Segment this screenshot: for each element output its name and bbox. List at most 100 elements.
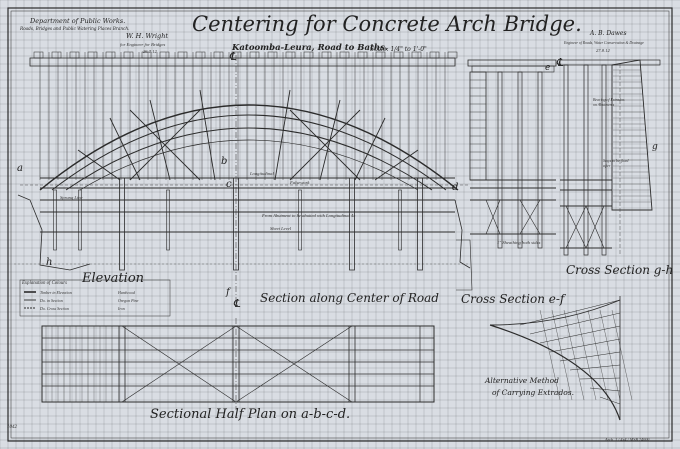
- ef-deck-layer: [471, 65, 555, 73]
- marker-centerline-bottom: ℄: [233, 297, 241, 310]
- deck-block: [123, 51, 134, 59]
- marker-centerline-top: ℄: [229, 50, 237, 63]
- deck-block: [375, 51, 386, 59]
- alternative-title-1: Alternative Method: [485, 376, 559, 385]
- alt-lagging: [563, 309, 585, 401]
- alt-lagging: [599, 309, 621, 401]
- centering-brace: [289, 109, 361, 181]
- plan-diagonal: [121, 325, 237, 403]
- deck-block: [429, 51, 440, 59]
- title-cross-section-gh: Cross Section g-h: [566, 263, 674, 277]
- deck-block: [141, 51, 152, 59]
- gh-brace: [565, 205, 587, 249]
- legend-row-1-value: Hardwood: [118, 290, 135, 295]
- deck-block: [195, 51, 206, 59]
- annotation-sheet-level: Sheet Level: [270, 226, 292, 231]
- deck-block: [69, 51, 80, 59]
- plan-outline: [41, 325, 435, 403]
- legend-row-3-value: Iron: [118, 306, 125, 311]
- signature-left-title: for Engineer for Bridges: [120, 42, 166, 47]
- arch-radial-strut: [77, 149, 121, 181]
- arch-radial-strut: [374, 149, 419, 181]
- title-cross-section-ef: Cross Section e-f: [461, 292, 565, 306]
- annotation-stays: Stays to be fixed after: [603, 159, 629, 168]
- annotation-spring-line: Sprung Line: [60, 195, 83, 200]
- arch-radial-strut: [199, 89, 216, 181]
- marker-a: a: [17, 163, 23, 174]
- alt-strut: [549, 338, 621, 353]
- annotation-bearing: Bearing of Extrados on Abutments: [593, 98, 625, 107]
- annotation-from-abutment: From Abutment to be abutted with Longitu…: [262, 213, 356, 218]
- left-abutment-ground: [17, 194, 91, 271]
- ef-brace: [485, 199, 501, 235]
- alt-strut: [529, 312, 621, 335]
- deck-block: [321, 51, 332, 59]
- marker-h: h: [46, 257, 53, 268]
- drawing-title: Centering for Concrete Arch Bridge.: [192, 12, 582, 36]
- marker-c: c: [226, 179, 232, 190]
- marker-d: d: [452, 182, 459, 193]
- falsework-post: [417, 177, 423, 271]
- sheet-border-inner: [10, 10, 670, 439]
- alt-strut: [589, 387, 621, 392]
- drawing-scale: Scale: 1/4" to 1'-0": [370, 46, 427, 53]
- drawing-subtitle: Katoomba-Leura, Road to Baths.: [232, 43, 388, 53]
- annotation-falsework: Falsework: [290, 180, 310, 185]
- deck-block: [447, 51, 458, 59]
- signature-right: A. B. Dawes: [590, 30, 627, 37]
- ef-left-wall: [469, 71, 487, 181]
- signature-left: W. H. Wright: [126, 32, 169, 40]
- legend-title: Explanation of Colours: [22, 281, 68, 286]
- title-section-center: Section along Center of Road: [260, 291, 439, 305]
- legend-row-2-value: Oregon Pine: [118, 298, 139, 303]
- date-left: 26.7.12: [143, 49, 157, 54]
- arch-radial-strut: [354, 117, 386, 181]
- alt-strut: [569, 364, 621, 371]
- falsework-stud: [398, 189, 402, 251]
- legend-row-1-label: Timber in Elevation: [40, 290, 72, 295]
- department-branch: Roads, Bridges and Public Watering Place…: [20, 26, 130, 31]
- deck-block: [411, 51, 422, 59]
- alt-lagging: [539, 309, 561, 401]
- falsework-stud: [53, 189, 57, 251]
- falsework-stud: [78, 189, 82, 251]
- plan-cross-beam: [118, 325, 126, 403]
- deck-block: [357, 51, 368, 59]
- sheet-border: [7, 7, 673, 442]
- plan-end-pier: [419, 325, 435, 403]
- right-abutment-ground: [454, 199, 471, 269]
- falsework-stud: [298, 189, 302, 251]
- deck-block: [339, 51, 350, 59]
- deck-block: [249, 51, 260, 59]
- deck-block: [159, 51, 170, 59]
- deck-block: [213, 51, 224, 59]
- gh-post: [583, 64, 589, 256]
- alt-strut: [519, 299, 621, 326]
- alt-strut: [599, 396, 621, 405]
- arch-radial-strut: [274, 89, 291, 181]
- ef-ground: [456, 239, 473, 291]
- gh-abutment: [611, 59, 653, 211]
- falsework-stud: [166, 189, 170, 251]
- alt-strut: [539, 325, 621, 344]
- ef-post: [497, 71, 503, 249]
- alt-intrados-top: [489, 299, 621, 326]
- arch-rib-inner: [65, 127, 433, 191]
- archive-note: Arch. 1 / 4x4 / MSB 74000: [605, 437, 650, 442]
- title-elevation: Elevation: [82, 271, 145, 286]
- ef-brace: [519, 199, 541, 235]
- centering-brace: [129, 109, 201, 181]
- title-half-plan: Sectional Half Plan on a-b-c-d.: [150, 407, 351, 422]
- signature-right-title: Engineer of Roads, Water Conservation & …: [564, 41, 644, 45]
- alt-strut: [559, 351, 621, 362]
- gh-deck-top: [559, 59, 661, 66]
- department-name: Department of Public Works.: [30, 17, 126, 25]
- ef-post: [517, 71, 523, 249]
- arch-rib-outer: [51, 114, 447, 191]
- alt-lagging: [587, 309, 609, 401]
- falsework-post: [119, 177, 125, 271]
- gh-brace: [585, 205, 605, 249]
- marker-centerline-ef: ℄: [556, 56, 564, 69]
